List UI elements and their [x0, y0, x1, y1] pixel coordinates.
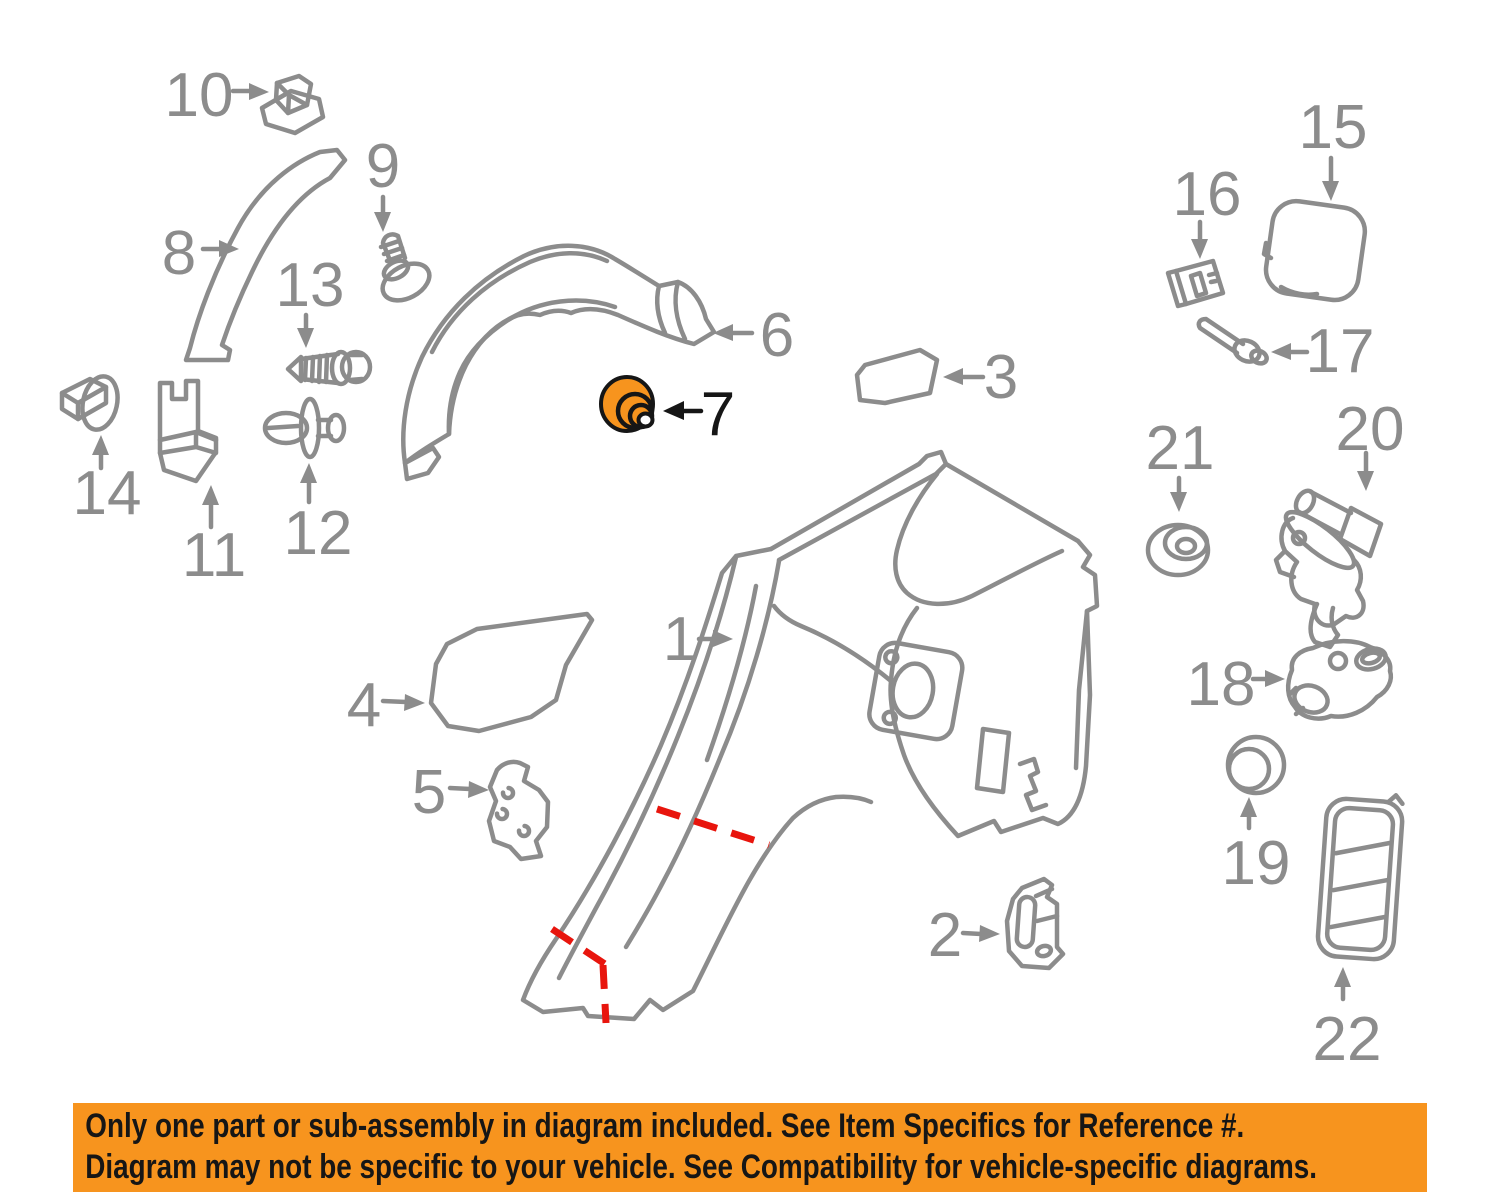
arrow-10 — [230, 83, 269, 100]
part-13-screw — [285, 349, 373, 387]
callout-15: 15 — [1299, 93, 1368, 162]
arrow-2 — [960, 925, 1000, 942]
callout-21: 21 — [1146, 414, 1215, 483]
arrow-22 — [1334, 967, 1351, 1002]
part-16-retainer — [1165, 258, 1226, 309]
callout-arrows — [92, 83, 1374, 1002]
callout-17: 17 — [1306, 317, 1375, 386]
callout-12: 12 — [284, 499, 353, 568]
arrow-7-highlight — [663, 401, 704, 420]
notice-banner: Only one part or sub-assembly in diagram… — [73, 1103, 1427, 1192]
part-21-grommet-nut — [1145, 522, 1211, 578]
callout-14: 14 — [73, 459, 142, 528]
part-15-fuel-door — [1261, 198, 1368, 303]
part-10-clip-nut — [259, 73, 326, 136]
part-20-lock-actuator — [1273, 488, 1384, 650]
part-2-bracket — [1004, 876, 1066, 971]
notice-line-2: Diagram may not be specific to your vehi… — [85, 1148, 1318, 1186]
callout-10: 10 — [165, 61, 234, 130]
arrow-17 — [1271, 343, 1310, 360]
part-7-grommet-highlighted — [599, 375, 655, 433]
arrow-3 — [943, 368, 986, 385]
arrow-9 — [374, 194, 391, 232]
part-19-grommet — [1225, 734, 1287, 796]
callout-22: 22 — [1313, 1005, 1382, 1074]
callout-8: 8 — [162, 219, 196, 288]
part-3-pad — [854, 347, 940, 406]
arrow-4 — [380, 694, 425, 711]
part-11-bracket — [157, 378, 219, 484]
callout-9: 9 — [366, 132, 400, 201]
part-4-pad — [428, 611, 595, 734]
callout-3: 3 — [984, 343, 1018, 412]
part-5-gusset — [486, 759, 551, 862]
arrow-13 — [297, 312, 314, 348]
part-1-quarter-panel — [520, 449, 1100, 1022]
arrow-15 — [1322, 155, 1339, 201]
callout-7: 7 — [701, 380, 735, 449]
arrow-5 — [447, 781, 489, 798]
part-8-protector-strip — [183, 147, 348, 363]
arrow-6 — [713, 324, 755, 341]
callout-2: 2 — [928, 901, 962, 970]
callout-18: 18 — [1187, 650, 1256, 719]
callout-6: 6 — [760, 301, 794, 370]
notice-line-1: Only one part or sub-assembly in diagram… — [85, 1107, 1245, 1145]
arrow-8 — [200, 240, 239, 257]
arrow-19 — [1240, 797, 1257, 831]
callout-11: 11 — [182, 521, 246, 590]
part-18-release-actuator — [1285, 638, 1394, 721]
callout-4: 4 — [347, 671, 381, 740]
arrow-12 — [300, 463, 317, 505]
callout-13: 13 — [276, 251, 345, 320]
callout-19: 19 — [1222, 829, 1291, 898]
part-6-fender-liner — [401, 243, 717, 482]
callout-16: 16 — [1173, 160, 1242, 229]
part-9-screw — [378, 232, 432, 303]
cut-lines — [550, 805, 771, 1024]
arrow-1 — [696, 630, 733, 647]
part-14-clip — [59, 374, 120, 432]
arrow-20 — [1357, 450, 1374, 491]
part-12-push-pin — [262, 396, 347, 460]
arrow-16 — [1191, 219, 1208, 259]
callout-20: 20 — [1336, 395, 1405, 464]
arrow-18 — [1250, 670, 1285, 687]
callout-1: 1 — [663, 605, 697, 674]
callout-5: 5 — [412, 758, 446, 827]
part-17-hinge-pin — [1196, 316, 1269, 366]
arrow-11 — [202, 485, 219, 530]
part-22-quarter-vent — [1315, 793, 1405, 962]
arrow-21 — [1170, 475, 1187, 512]
arrow-14 — [92, 435, 109, 471]
callout-labels: 1 2 3 4 5 6 7 8 9 10 11 12 13 14 15 16 1… — [73, 61, 1405, 1074]
